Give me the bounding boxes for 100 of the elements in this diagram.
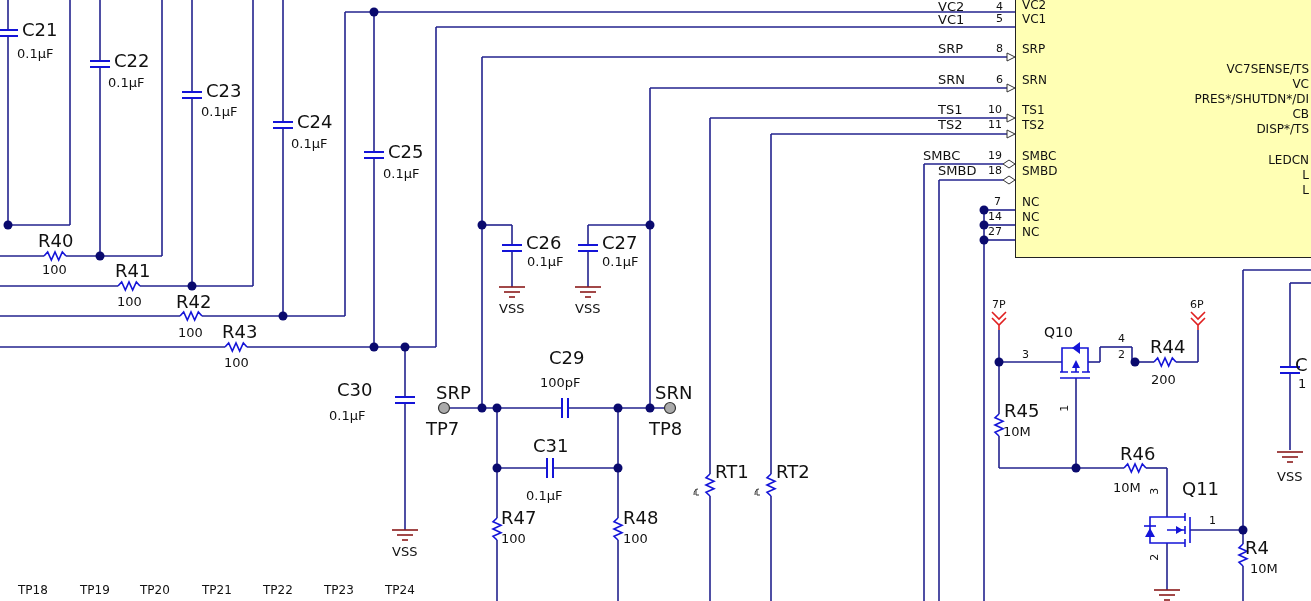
pin-name: CB	[1292, 108, 1309, 122]
component-value: 0.1µF	[526, 489, 563, 504]
pin-name: SRN	[1022, 74, 1047, 88]
chip-body	[1015, 0, 1311, 258]
component-label: C31	[533, 436, 569, 457]
component-value: 0.1µF	[602, 255, 639, 270]
component-label: C27	[602, 233, 638, 254]
test-point-label: TP20	[140, 584, 170, 598]
component-label: R41	[115, 261, 151, 282]
pin-number: 1	[1209, 515, 1216, 528]
pin-name: VC2	[1022, 0, 1047, 13]
net-label: SRN	[938, 73, 965, 88]
pin-number: 10	[988, 104, 1002, 117]
test-point-label: TP7	[426, 419, 460, 440]
component-label: R4	[1245, 538, 1269, 559]
test-point-label: TP24	[385, 584, 415, 598]
pin-name: LEDCN	[1268, 154, 1309, 168]
net-label: 6P	[1190, 299, 1204, 312]
pin-name: SRP	[1022, 43, 1046, 57]
net-label: TS2	[938, 118, 963, 133]
pin-number: 8	[996, 43, 1003, 56]
net-label: SRN	[655, 383, 693, 404]
net-label: VSS	[575, 302, 601, 317]
component-label: RT2	[776, 462, 810, 483]
pin-number: 7	[994, 196, 1001, 209]
component-value: 100	[178, 326, 203, 341]
pin-name: VC1	[1022, 13, 1047, 27]
pin-number: 11	[988, 119, 1002, 132]
component-label: C29	[549, 348, 585, 369]
pin-number: 2	[1118, 349, 1125, 362]
component-value: 100pF	[540, 376, 581, 391]
component-label: R43	[222, 322, 258, 343]
component-value: 0.1µF	[527, 255, 564, 270]
pin-number: 1	[1059, 404, 1072, 412]
component-value: 0.1µF	[108, 76, 145, 91]
component-label: Q10	[1044, 324, 1073, 341]
pin-number: 19	[988, 150, 1002, 163]
component-value: 10M	[1003, 425, 1031, 440]
component-value: 100	[623, 532, 648, 547]
test-point-label: TP18	[18, 584, 48, 598]
pin-name: DISP*/TS	[1256, 123, 1309, 137]
component-label: Q11	[1182, 479, 1220, 500]
pin-name: NC	[1022, 226, 1040, 240]
component-value: 200	[1151, 373, 1176, 388]
component-label: C	[1295, 355, 1308, 376]
net-label: SRP	[436, 383, 471, 404]
net-label: TS1	[938, 103, 963, 118]
pin-number: 2	[1149, 553, 1162, 561]
component-label: R44	[1150, 337, 1186, 358]
component-value: 100	[117, 295, 142, 310]
test-point-label: TP22	[263, 584, 293, 598]
component-value: 0.1µF	[291, 137, 328, 152]
pin-name: SMBC	[1022, 150, 1057, 164]
component-value: 0.1µF	[383, 167, 420, 182]
component-value: 10M	[1250, 562, 1278, 577]
component-label: C26	[526, 233, 562, 254]
pin-name: TS1	[1022, 104, 1045, 118]
test-point-label: TP23	[324, 584, 354, 598]
component-value: 0.1µF	[201, 105, 238, 120]
component-label: RT1	[715, 462, 749, 483]
pin-name: SMBD	[1022, 165, 1058, 179]
pin-name: PRES*/SHUTDN*/DI	[1194, 93, 1309, 107]
pin-number: 18	[988, 165, 1002, 178]
pin-name: NC	[1022, 196, 1040, 210]
net-label: VSS	[392, 545, 418, 560]
net-label: VSS	[1277, 470, 1303, 485]
pin-number: 6	[996, 74, 1003, 87]
pin-number: 5	[996, 13, 1003, 26]
component-label: R46	[1120, 444, 1156, 465]
pin-number: 4	[1118, 333, 1125, 346]
pin-number: 3	[1022, 349, 1029, 362]
pin-number: 27	[988, 226, 1002, 239]
test-point-label: TP19	[80, 584, 110, 598]
pin-name: L	[1302, 169, 1309, 183]
component-label: C21	[22, 20, 58, 41]
net-label: SRP	[938, 42, 964, 57]
net-label: VC2	[938, 0, 965, 15]
net-label: VC1	[938, 13, 965, 28]
component-value: 0.1µF	[17, 47, 54, 62]
component-label: C24	[297, 112, 333, 133]
component-label: R40	[38, 231, 74, 252]
test-point-label: TP21	[202, 584, 232, 598]
pin-name: VC	[1292, 78, 1309, 92]
component-label: R45	[1004, 401, 1040, 422]
component-label: C30	[337, 380, 373, 401]
component-value: 0.1µF	[329, 409, 366, 424]
component-label: C22	[114, 51, 150, 72]
pin-number: 3	[1149, 487, 1162, 495]
component-label: R42	[176, 292, 212, 313]
net-label: SMBD	[938, 164, 977, 179]
pin-name: TS2	[1022, 119, 1045, 133]
net-label: VSS	[499, 302, 525, 317]
component-label: R47	[501, 508, 537, 529]
net-label: SMBC	[923, 149, 961, 164]
pin-number: 4	[996, 1, 1003, 14]
component-label: C23	[206, 81, 242, 102]
pin-name: L	[1302, 184, 1309, 198]
test-point-label: TP8	[649, 419, 683, 440]
component-value: 1	[1298, 377, 1307, 392]
component-value: 100	[501, 532, 526, 547]
